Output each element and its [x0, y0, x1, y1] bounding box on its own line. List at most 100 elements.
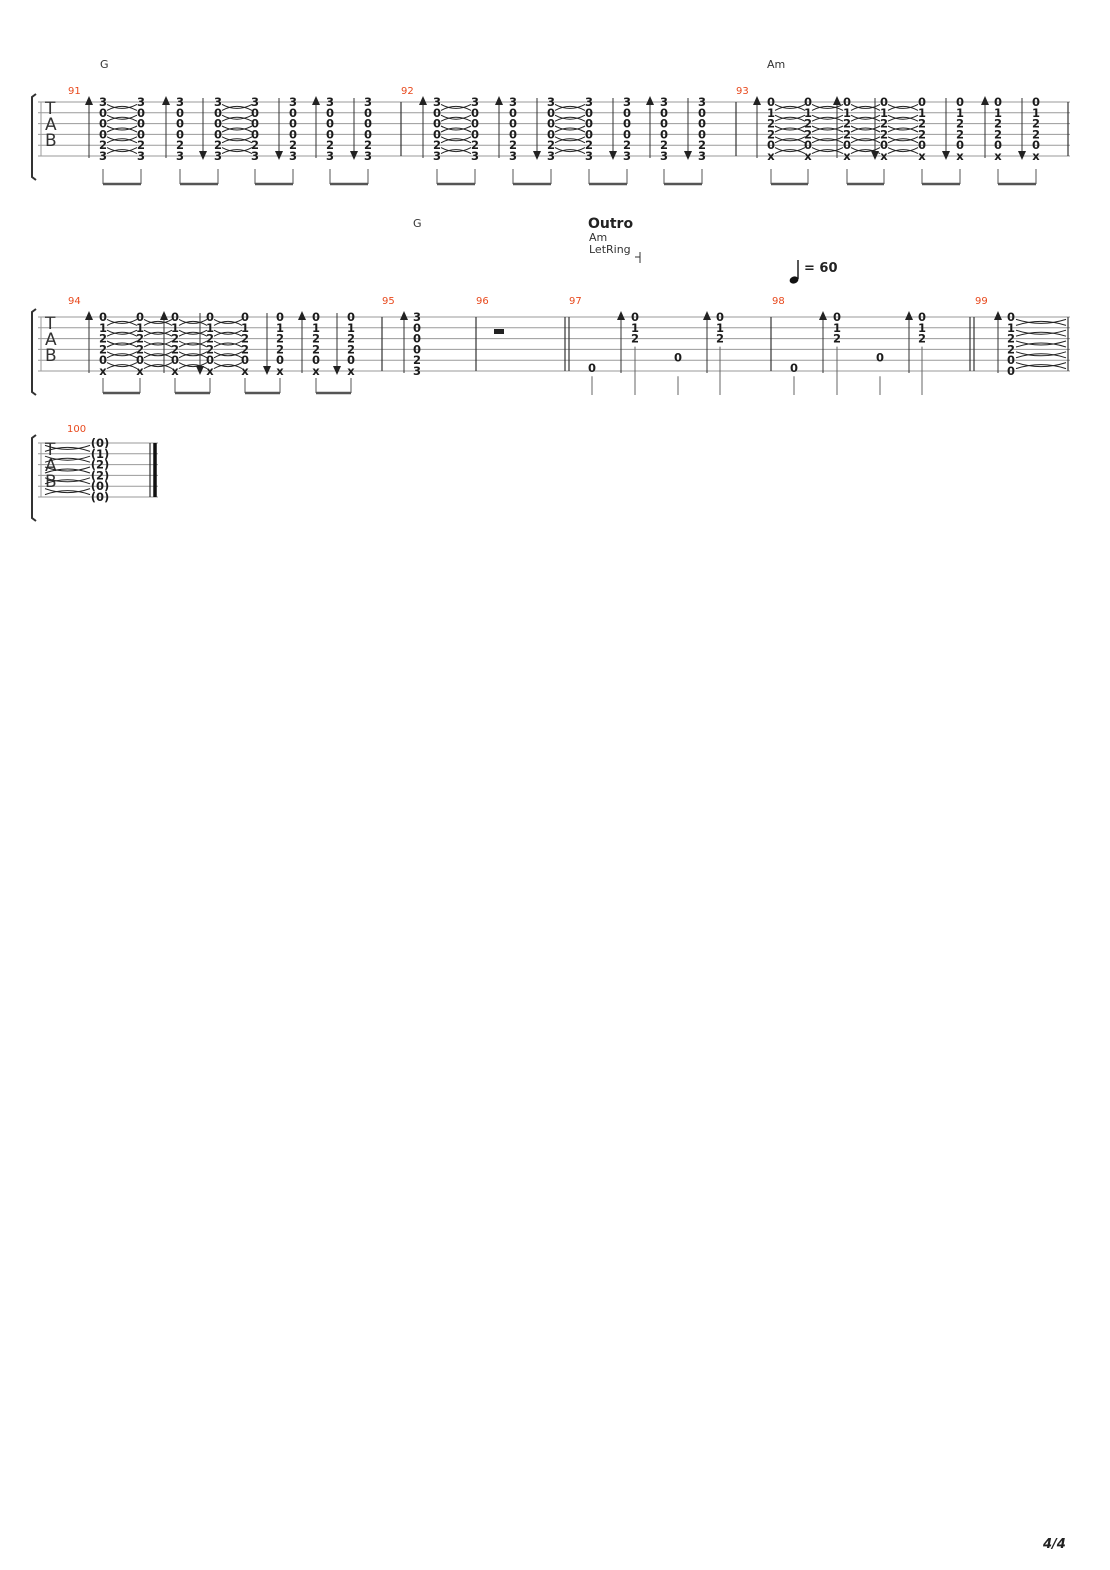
fret-number: 3: [364, 149, 372, 163]
tie-curve: [106, 351, 138, 357]
fret-number: 0: [176, 106, 184, 120]
fret-number: 0: [326, 127, 334, 141]
fret-number: x: [276, 364, 284, 378]
tie-curve: [440, 125, 472, 131]
tie-curve: [1015, 364, 1067, 370]
fret-number: 0: [1007, 364, 1015, 378]
fret-number: 2: [956, 117, 964, 131]
fret-number: 3: [413, 310, 421, 324]
fret-number: 0: [918, 138, 926, 152]
fret-number: 2: [631, 332, 639, 346]
tie-curve: [106, 342, 138, 348]
fret-number: 0: [994, 138, 1002, 152]
strum-up-arrow: [312, 96, 320, 105]
fret-number: 3: [326, 95, 334, 109]
tie-curve: [774, 147, 806, 153]
tie-curve: [143, 318, 173, 324]
strum-up-arrow: [85, 96, 93, 105]
tie-curve: [774, 103, 806, 109]
tie-curve: [554, 105, 586, 111]
fret-number: 0: [171, 353, 179, 367]
fret-number: 1: [833, 321, 841, 335]
fret-number: 0: [790, 361, 798, 375]
tie-curve: [440, 138, 472, 144]
fret-number: x: [956, 149, 964, 163]
fret-number: 0: [471, 127, 479, 141]
fret-number: 0: [364, 117, 372, 131]
fret-number: x: [347, 364, 355, 378]
fret-number: 0: [137, 117, 145, 131]
fret-number: 3: [413, 364, 421, 378]
fret-number: 3: [251, 149, 259, 163]
tempo-marking: = 60: [804, 261, 838, 276]
fret-number: 2: [241, 332, 249, 346]
fret-number: 0: [136, 310, 144, 324]
tie-curve: [811, 116, 844, 122]
fret-number: 1: [241, 321, 249, 335]
tie-curve: [106, 364, 138, 370]
fret-number: 2: [171, 332, 179, 346]
tie-curve: [774, 149, 806, 155]
fret-number: 1: [631, 321, 639, 335]
fret-number: 0: [547, 127, 555, 141]
fret-number: 2: [206, 342, 214, 356]
fret-number: 0: [433, 127, 441, 141]
tie-curve: [213, 331, 243, 337]
tie-curve: [774, 114, 806, 120]
tie-curve: [44, 468, 91, 474]
let-ring-label: LetRing: [589, 243, 631, 256]
fret-number: x: [241, 364, 249, 378]
tie-curve: [850, 147, 881, 153]
tie-curve: [1015, 351, 1067, 357]
measure-number: 96: [476, 296, 489, 307]
tie-curve: [143, 342, 173, 348]
fret-number: 1: [716, 321, 724, 335]
fret-number: 0: [660, 117, 668, 131]
tie-curve: [850, 116, 881, 122]
tie-curve: [887, 103, 919, 109]
fret-number: 2: [843, 127, 851, 141]
tie-curve: [1015, 329, 1067, 335]
strum-up-arrow: [160, 311, 168, 320]
tie-curve: [106, 116, 138, 122]
chord-name: G: [413, 217, 422, 230]
fret-number: 0: [956, 138, 964, 152]
fret-number: 0: [880, 138, 888, 152]
tie-curve: [178, 318, 208, 324]
fret-number: 3: [585, 95, 593, 109]
fret-number: 0: [99, 353, 107, 367]
tie-curve: [221, 138, 253, 144]
fret-number: 0: [251, 127, 259, 141]
fret-number: 0: [289, 127, 297, 141]
tie-curve: [1015, 362, 1067, 368]
tie-curve: [1015, 320, 1067, 326]
tie-curve: [850, 103, 881, 109]
fret-number: 2: [312, 332, 320, 346]
tie-curve: [44, 455, 91, 461]
fret-number: x: [804, 149, 812, 163]
fret-number: 0: [1032, 95, 1040, 109]
tie-curve: [811, 103, 844, 109]
fret-number: x: [312, 364, 320, 378]
fret-number: 2: [698, 138, 706, 152]
fret-number: 0: [471, 106, 479, 120]
fret-number: 0: [880, 95, 888, 109]
tie-curve: [554, 125, 586, 131]
fret-number: x: [99, 364, 107, 378]
fret-number: 3: [471, 95, 479, 109]
tie-curve: [143, 320, 173, 326]
fret-number: 0: [312, 310, 320, 324]
tie-curve: [850, 114, 881, 120]
fret-number: x: [843, 149, 851, 163]
tie-curve: [178, 353, 208, 359]
fret-number: 0: [326, 106, 334, 120]
tie-curve: [850, 127, 881, 133]
tie-curve: [178, 320, 208, 326]
fret-number: 0: [137, 106, 145, 120]
tie-curve: [143, 329, 173, 335]
tie-curve: [887, 127, 919, 133]
fret-number: x: [171, 364, 179, 378]
fret-number: (0): [91, 479, 110, 493]
system-bracket: [31, 93, 37, 181]
